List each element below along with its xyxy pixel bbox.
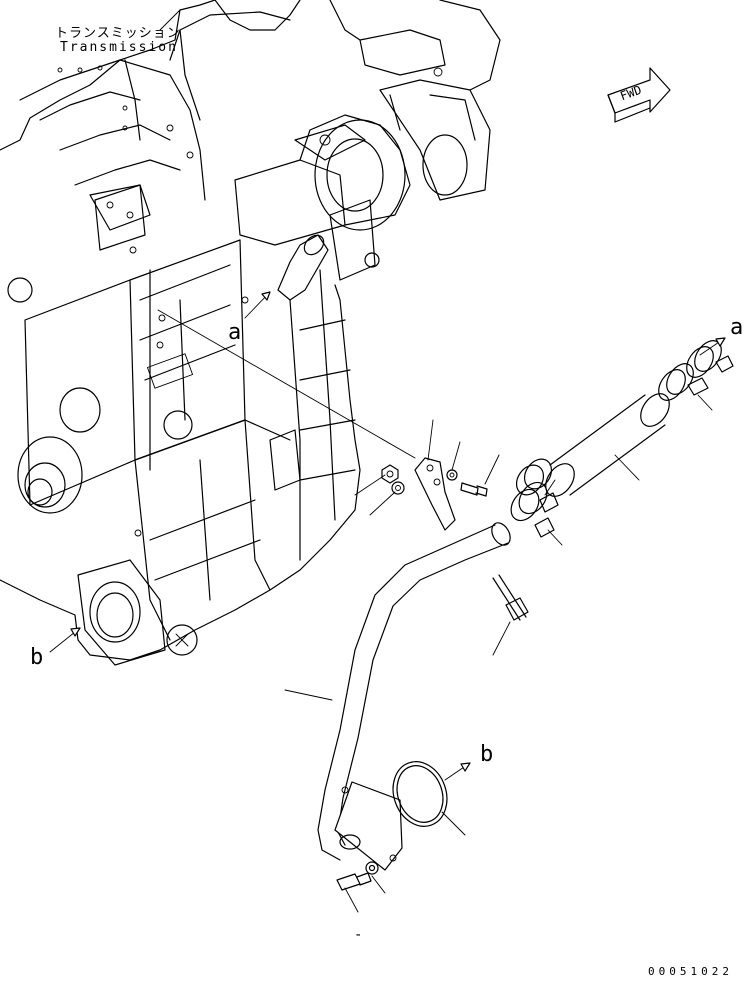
bracket-nut xyxy=(381,464,399,484)
drawing-code: 00051022 xyxy=(648,965,733,978)
ref-a-top: a xyxy=(730,315,744,340)
bracket-washer-right xyxy=(446,469,458,481)
hose xyxy=(544,393,670,497)
bracket-washer xyxy=(391,481,405,495)
bracket-bolt xyxy=(460,482,488,497)
o-ring xyxy=(392,761,448,827)
transmission-label-jp: トランスミッション xyxy=(55,26,181,41)
transmission-housing xyxy=(0,0,361,666)
pump-assembly xyxy=(234,0,501,301)
ref-b-left: b xyxy=(30,645,44,670)
ref-b-bottom: b xyxy=(480,742,494,767)
hose-clamp-lower xyxy=(510,458,559,538)
transmission-label-en: Transmission xyxy=(60,40,178,55)
fwd-arrow-icon xyxy=(607,67,671,123)
drain-pipe xyxy=(317,522,529,871)
ref-a-left: a xyxy=(228,320,242,345)
leader-lines xyxy=(49,9,726,913)
flange-bolt xyxy=(336,861,379,891)
dash-mark: - xyxy=(354,927,363,943)
mounting-bracket xyxy=(414,457,456,531)
